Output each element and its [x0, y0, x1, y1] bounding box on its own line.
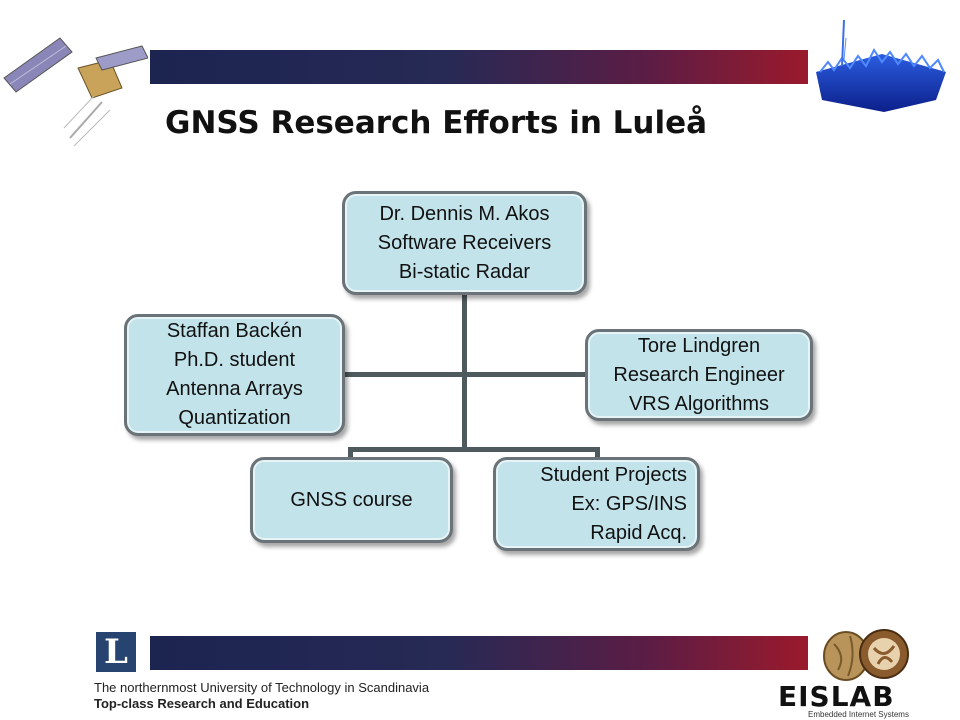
connector-projects-drop [595, 447, 600, 459]
header-band [150, 50, 808, 84]
node-projects-line-2: Ex: GPS/INS [571, 492, 687, 515]
node-projects-line-3: Rapid Acq. [590, 521, 687, 544]
node-backen-line-2: Ph.D. student [173, 349, 296, 371]
lulea-logo: L [96, 632, 136, 672]
node-gnss-course: GNSS course [250, 457, 453, 543]
node-projects-line-1: Student Projects [540, 463, 687, 486]
node-lindgren-line-3: VRS Algorithms [628, 392, 770, 415]
university-subtagline: Top-class Research and Education [94, 696, 310, 711]
node-staffan-backen: Staffan Backén Ph.D. student Antenna Arr… [124, 314, 345, 436]
satellite-image [3, 37, 148, 147]
page-title: GNSS Research Efforts in Luleå [165, 105, 708, 141]
node-lindgren-line-2: Research Engineer [613, 363, 785, 386]
node-akos-line-2: Software Receivers [377, 231, 552, 254]
eislab-logo: EISLAB [778, 680, 895, 713]
node-backen-line-1: Staffan Backén [166, 320, 303, 342]
eislab-tagline: Embedded Internet Systems [808, 710, 909, 719]
surface-plot-image [816, 20, 946, 112]
node-course-line-1: GNSS course [290, 488, 413, 511]
footer-band [150, 636, 808, 670]
node-lindgren-line-1: Tore Lindgren [637, 334, 761, 357]
connector-course-drop [348, 447, 353, 459]
node-akos-line-1: Dr. Dennis M. Akos [379, 202, 550, 225]
node-backen-line-4: Quantization [178, 407, 291, 429]
node-student-projects: Student Projects Ex: GPS/INS Rapid Acq. [493, 457, 700, 551]
node-dennis-akos: Dr. Dennis M. Akos Software Receivers Bi… [342, 191, 587, 295]
connector-crossbar [345, 372, 585, 377]
connector-lower-bar [348, 447, 600, 452]
university-tagline: The northernmost University of Technolog… [94, 680, 430, 695]
node-tore-lindgren: Tore Lindgren Research Engineer VRS Algo… [585, 329, 813, 421]
node-backen-line-3: Antenna Arrays [166, 378, 303, 400]
nut-image [823, 629, 909, 681]
node-akos-line-3: Bi-static Radar [398, 260, 531, 283]
